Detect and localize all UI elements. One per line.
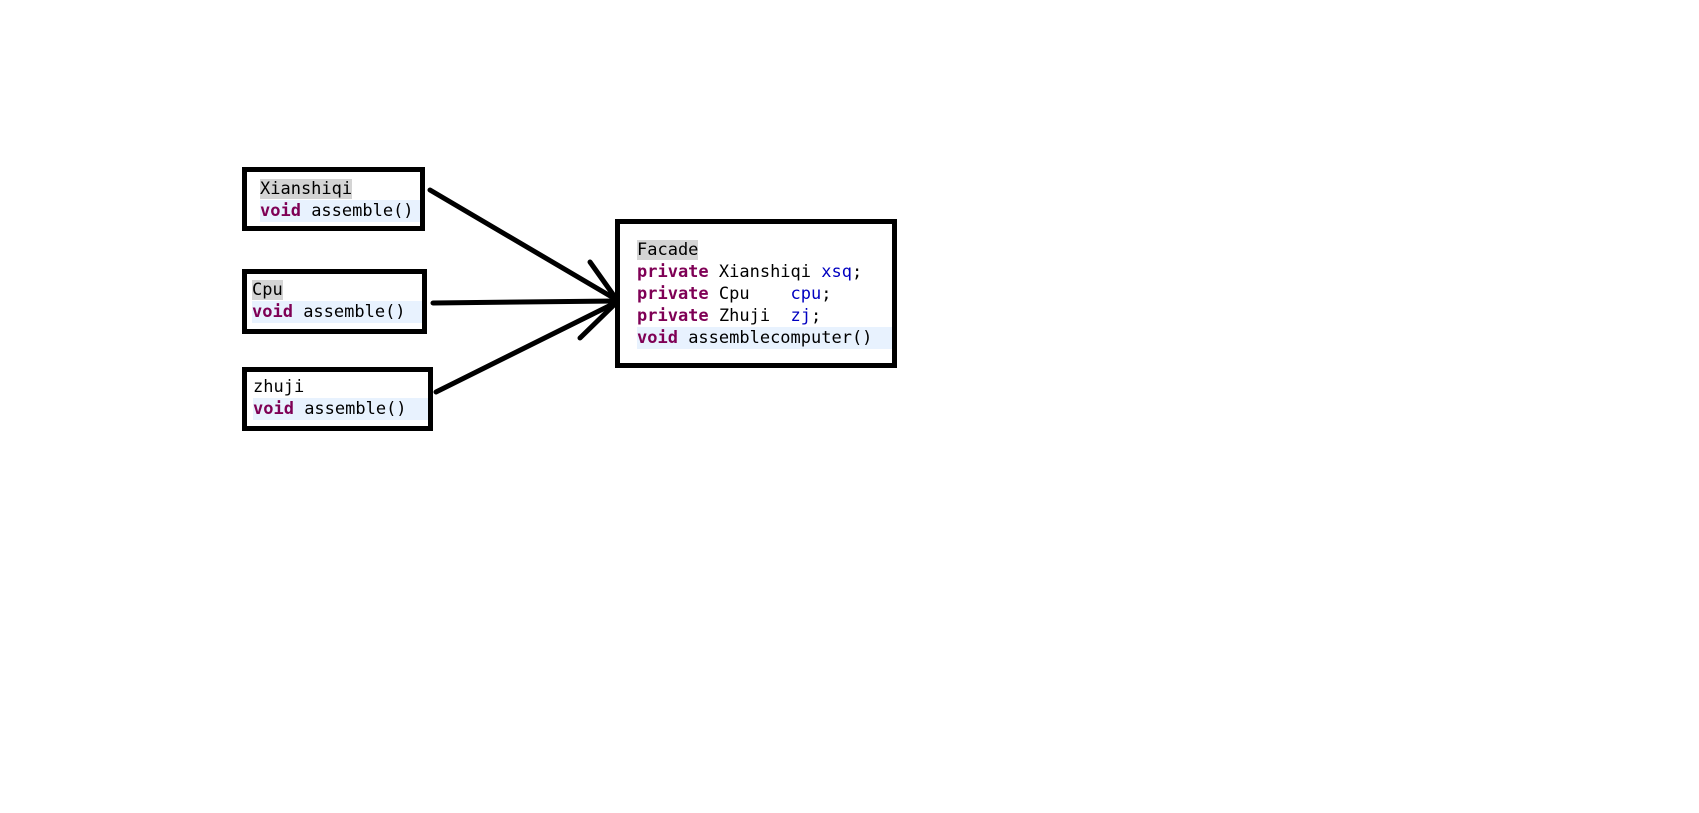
arrow-xianshiqi-to-facade [427, 187, 620, 303]
facade-field-name: xsq [821, 262, 852, 282]
facade-field-end: ; [811, 306, 822, 326]
facade-method: void assemblecomputer() [637, 327, 892, 349]
cpu-method-keyword: void [252, 302, 293, 322]
arrowhead-upper-barb [587, 259, 620, 303]
facade-field-type: Zhuji [708, 306, 791, 326]
zhuji-method-keyword: void [253, 399, 294, 419]
facade-field-name: cpu [790, 284, 822, 304]
facade-field-type: Xianshiqi [708, 262, 822, 282]
facade-field-modifier: private [637, 262, 709, 282]
xianshiqi-class-name: Xianshiqi [260, 179, 353, 199]
arrowhead-lower-barb [577, 299, 620, 341]
zhuji-method: void assemble() [253, 398, 428, 420]
facade-method-name: assemblecomputer() [677, 328, 873, 348]
cpu-class-name: Cpu [252, 280, 283, 300]
facade-field-cpu: private Cpu cpu; [637, 283, 892, 305]
facade-method-keyword: void [637, 328, 678, 348]
zhuji-class-name: zhuji [253, 377, 305, 397]
xianshiqi-class-box: Xianshiqi void assemble() [242, 167, 425, 231]
cpu-method: void assemble() [252, 301, 422, 323]
xianshiqi-method-name: assemble() [300, 201, 414, 221]
arrow-zhuji-to-facade [433, 299, 620, 395]
zhuji-class-box: zhuji void assemble() [242, 367, 433, 431]
facade-field-name: zj [790, 306, 812, 326]
facade-field-end: ; [821, 284, 832, 304]
zhuji-method-name: assemble() [293, 399, 407, 419]
facade-field-modifier: private [637, 284, 709, 304]
cpu-class-box: Cpu void assemble() [242, 269, 427, 334]
facade-field-zj: private Zhuji zj; [637, 305, 892, 327]
cpu-method-name: assemble() [292, 302, 406, 322]
arrow-cpu-to-facade [430, 298, 620, 306]
facade-field-xsq: private Xianshiqi xsq; [637, 261, 892, 283]
facade-field-modifier: private [637, 306, 709, 326]
facade-field-type: Cpu [708, 284, 791, 304]
xianshiqi-method: void assemble() [260, 200, 420, 222]
facade-class-name: Facade [637, 240, 699, 260]
xianshiqi-method-keyword: void [260, 201, 301, 221]
facade-field-end: ; [851, 262, 863, 282]
facade-class-box: Facade private Xianshiqi xsq; private Cp… [615, 219, 897, 368]
